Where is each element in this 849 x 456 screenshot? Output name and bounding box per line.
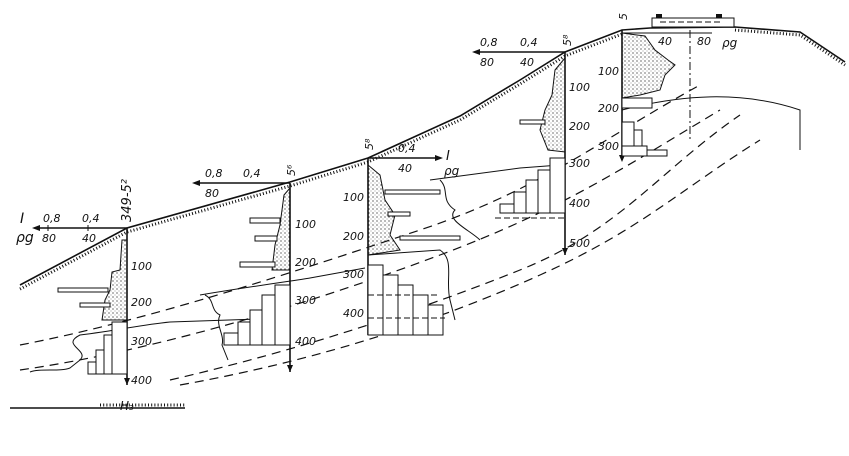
ground-surface <box>19 14 846 291</box>
tick-label: 40 <box>658 35 672 48</box>
arrow-down-icon <box>287 365 293 372</box>
arrow-left-icon <box>472 49 480 55</box>
depth-tick: 400 <box>295 335 316 348</box>
depth-tick: 300 <box>598 140 619 153</box>
borehole-id: 5 <box>617 13 630 20</box>
depth-tick: 200 <box>598 102 619 115</box>
depth-tick: 400 <box>343 307 364 320</box>
borehole-4: 0,8 0,4 80 40 5⁸ 100 200 300 400 500 <box>472 34 590 255</box>
tick-label: 40 <box>520 56 534 69</box>
tick-label: 0,4 <box>82 212 100 225</box>
tick-label: 80 <box>42 232 56 245</box>
depth-tick: 100 <box>295 218 316 231</box>
borehole-id: 349-5² <box>120 179 135 222</box>
depth-tick: 300 <box>343 268 364 281</box>
tick-label: 80 <box>205 187 219 200</box>
depth-tick: 300 <box>569 157 590 170</box>
borehole-id: 5⁸ <box>561 34 574 46</box>
arrow-down-icon <box>124 378 130 385</box>
borehole-3: 0,4 40 I ρg 5⁸ 100 200 300 400 <box>343 138 461 336</box>
depth-tick: 400 <box>131 374 152 387</box>
axis-label-i: I <box>20 211 24 227</box>
profile-boundary-lines <box>29 30 801 373</box>
depth-tick: 200 <box>295 256 316 269</box>
axis-label-rho: ρg <box>16 230 34 246</box>
arrow-left-icon <box>32 225 40 231</box>
depth-tick: 100 <box>343 191 364 204</box>
rail-marker <box>656 14 662 18</box>
tick-label: 40 <box>82 232 96 245</box>
tick-label: 0,4 <box>520 36 538 49</box>
axis-label-rho: ρg <box>444 164 460 178</box>
arrow-right-icon <box>435 155 443 161</box>
borehole-id: 5⁶ <box>285 164 298 176</box>
arrow-left-icon <box>192 180 200 186</box>
borehole-id: 5⁸ <box>363 138 376 150</box>
depth-tick: 100 <box>131 260 152 273</box>
depth-tick: 200 <box>343 230 364 243</box>
arrow-down-icon <box>619 155 625 162</box>
rail-marker <box>716 14 722 18</box>
depth-tick: 100 <box>569 81 590 94</box>
depth-tick: 500 <box>569 237 590 250</box>
tick-label: 0,4 <box>243 167 261 180</box>
depth-tick: 100 <box>598 65 619 78</box>
tick-label: 0,8 <box>205 167 223 180</box>
stratum-boundaries <box>19 84 761 386</box>
scale-bar <box>10 403 185 409</box>
arrow-down-icon <box>562 248 568 255</box>
depth-tick: 300 <box>295 294 316 307</box>
borehole-5: 40 80 ρg 5 100 200 300 <box>598 13 738 162</box>
depth-tick: 200 <box>131 296 152 309</box>
axis-label-depth: H₃ <box>120 399 134 413</box>
depth-tick: 200 <box>569 120 590 133</box>
axis-label-i: I <box>446 149 450 164</box>
borehole-2: 0,8 0,4 80 5⁶ 100 200 300 400 <box>192 164 316 372</box>
tick-label: 0,4 <box>398 142 416 155</box>
tick-label: 80 <box>697 35 711 48</box>
tick-label: 80 <box>480 56 494 69</box>
tick-label: 0,8 <box>480 36 498 49</box>
borehole-1: 0,8 0,4 80 40 I ρg 349-5² 100 200 300 40… <box>16 179 152 413</box>
tick-label: 40 <box>398 162 412 175</box>
depth-tick: 400 <box>569 197 590 210</box>
axis-label-rho: ρg <box>722 36 738 50</box>
depth-tick: 300 <box>131 335 152 348</box>
tick-label: 0,8 <box>43 212 61 225</box>
